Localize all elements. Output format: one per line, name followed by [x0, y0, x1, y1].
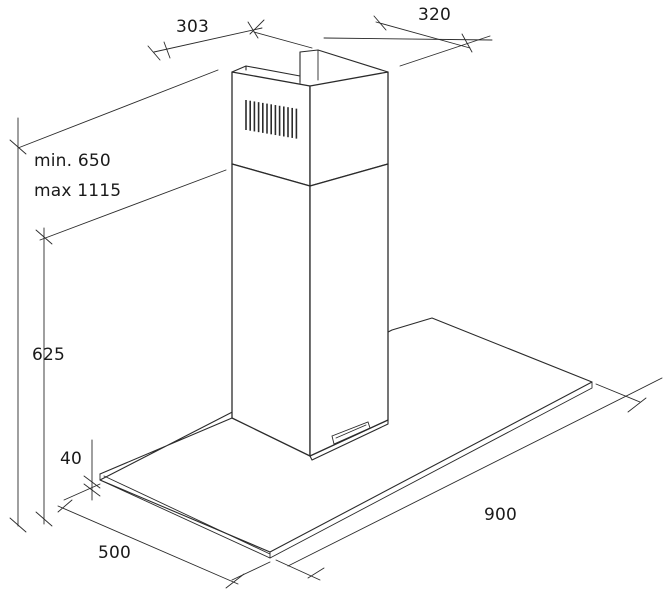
chimney-lower-front	[231, 163, 311, 457]
dim-500-tick-left	[57, 499, 73, 513]
dim-625-top-tick	[35, 229, 53, 245]
label-min-650: min. 650	[34, 151, 111, 171]
label-900: 900	[484, 505, 517, 525]
label-625: 625	[32, 345, 65, 365]
dim-303-line	[153, 27, 263, 53]
dim-625-bottom-tick	[35, 511, 53, 527]
label-max-1115: max 1115	[34, 181, 121, 201]
dim-320-tick-left	[373, 15, 387, 31]
label-500: 500	[98, 543, 131, 563]
dim-320-line	[323, 37, 493, 41]
dim-303-tick-right	[247, 19, 265, 39]
control-panel-inner	[335, 424, 367, 439]
dim-320-line-diag	[375, 21, 471, 49]
dim-vertical-bottom-tick	[9, 517, 27, 533]
label-40: 40	[60, 449, 82, 469]
dim-303-ext-right	[253, 31, 313, 49]
label-303: 303	[176, 17, 209, 37]
canopy-front-edge	[99, 381, 593, 559]
dim-900-tick-left	[307, 567, 325, 579]
dim-900-tick-right	[627, 397, 647, 413]
dim-500-line	[57, 505, 239, 585]
dimension-lines	[9, 15, 663, 589]
chimney-top-opening-inner	[299, 49, 319, 85]
dim-320-tick-right	[461, 33, 473, 53]
dim-900-ext-left	[275, 559, 321, 581]
canopy-top-face	[99, 317, 593, 553]
dim-500-ext-right	[231, 561, 271, 581]
chimney	[231, 49, 389, 461]
dim-900-ext	[595, 383, 641, 403]
canopy	[99, 317, 593, 559]
dimension-labels: 303 320 min. 650 max 1115 625 40 500 900	[32, 5, 517, 563]
label-320: 320	[418, 5, 451, 25]
chimney-lower-side	[309, 163, 389, 457]
vent-slots	[245, 100, 298, 139]
dim-vertical-top-tick	[9, 139, 27, 155]
dim-320-ext	[399, 35, 491, 67]
canopy-inner-line	[103, 475, 271, 555]
dim-303-tick-left	[147, 41, 171, 61]
dim-vertical-top-ext	[17, 69, 219, 149]
dim-40-ticks	[83, 475, 101, 497]
dim-900-line	[287, 377, 663, 567]
dim-500-ext	[63, 483, 101, 501]
dim-500-tick-right	[225, 573, 245, 589]
control-panel	[331, 421, 371, 445]
chimney-base	[309, 419, 389, 461]
dim-625-top-ext	[39, 169, 227, 241]
